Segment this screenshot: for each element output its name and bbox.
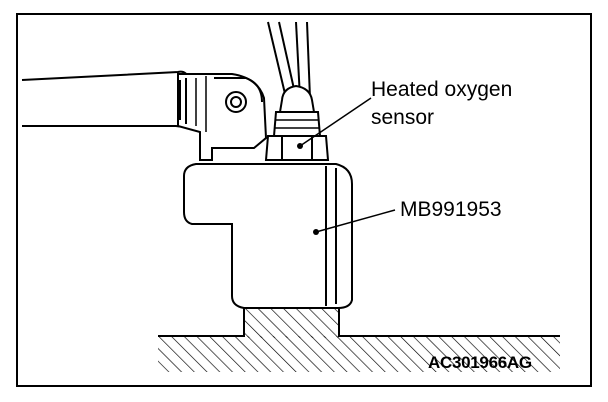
- sensor-leader: [299, 97, 372, 147]
- figure-frame: [16, 13, 592, 387]
- sensor-label-line1: Heated oxygen: [371, 78, 512, 101]
- tool-label: MB991953: [400, 198, 502, 221]
- tool-leader: [315, 209, 396, 233]
- sensor-wires: [267, 21, 311, 99]
- sensor-label-line2: sensor: [371, 106, 434, 129]
- leader-lines: [299, 97, 396, 233]
- mounting-base: [158, 307, 560, 372]
- special-tool: [183, 163, 353, 309]
- oxygen-sensor: [264, 84, 330, 161]
- wrench: [21, 70, 268, 161]
- tool-leader-dot: [313, 229, 319, 235]
- sensor-leader-dot: [297, 143, 303, 149]
- figure-id: AC301966AG: [428, 353, 532, 372]
